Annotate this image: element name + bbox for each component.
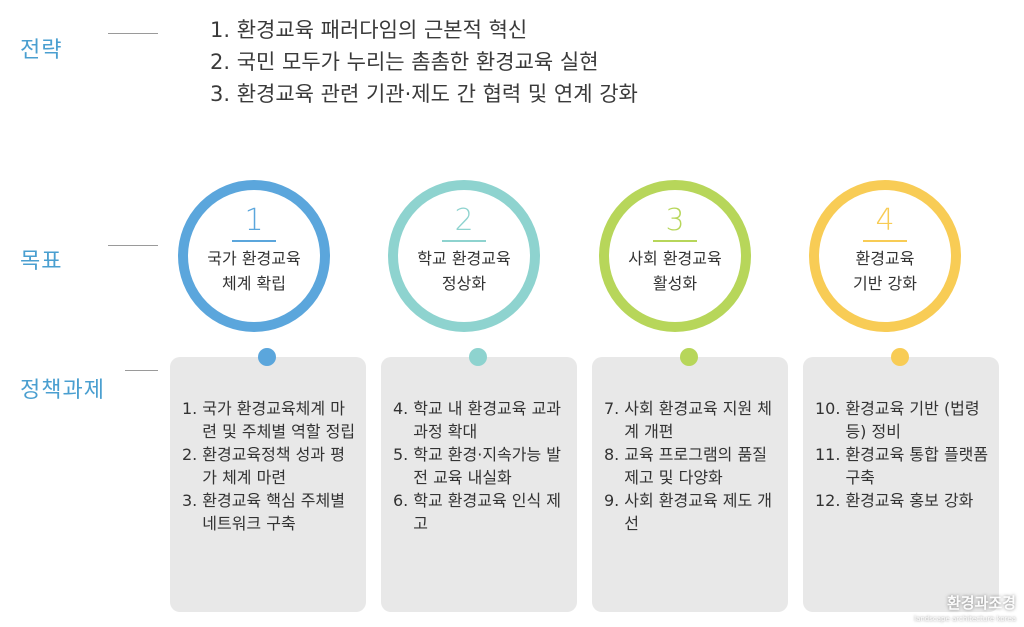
goal-divider (108, 245, 158, 246)
task-text: 교육 프로그램의 품질제고 및 다양화 (624, 445, 767, 487)
goal-title: 학교 환경교육 정상화 (417, 249, 511, 293)
task-number: 5. (393, 445, 409, 464)
goal-number: 1 (244, 203, 264, 238)
task-item: 6.학교 환경교육 인식 제고 (393, 489, 567, 535)
policy-divider (125, 370, 158, 371)
goal-connector-dot-2 (469, 348, 487, 366)
task-text: 사회 환경교육 지원 체계 개편 (624, 399, 773, 441)
task-number: 2. (182, 445, 198, 464)
task-item: 7.사회 환경교육 지원 체계 개편 (604, 397, 778, 443)
goal-circle-1: 1 국가 환경교육 체계 확립 (178, 180, 330, 332)
task-number: 1. (182, 399, 198, 418)
task-number: 8. (604, 445, 620, 464)
policy-label: 정책과제 (20, 378, 105, 403)
goal-underline (442, 240, 486, 242)
task-number: 10. (815, 399, 841, 418)
task-number: 12. (815, 491, 841, 510)
goal-circle-2: 2 학교 환경교육 정상화 (388, 180, 540, 332)
goal-number: 4 (875, 203, 895, 238)
task-number: 4. (393, 399, 409, 418)
task-item: 10.환경교육 기반 (법령 등) 정비 (815, 397, 989, 443)
task-item: 4.학교 내 환경교육 교과과정 확대 (393, 397, 567, 443)
task-number: 11. (815, 445, 841, 464)
task-list: 7.사회 환경교육 지원 체계 개편 8.교육 프로그램의 품질제고 및 다양화… (604, 397, 778, 535)
goal-underline (232, 240, 276, 242)
task-number: 6. (393, 491, 409, 510)
task-text: 환경교육정책 성과 평가 체계 마련 (202, 445, 345, 487)
task-item: 12.환경교육 홍보 강화 (815, 489, 989, 512)
strategy-item: 3. 환경교육 관련 기관·제도 간 협력 및 연계 강화 (210, 82, 638, 106)
strategy-divider (108, 33, 158, 34)
goal-connector-dot-1 (258, 348, 276, 366)
goal-underline (863, 240, 907, 242)
task-number: 9. (604, 491, 620, 510)
goal-number: 3 (665, 203, 685, 238)
task-text: 국가 환경교육체계 마련 및 주체별 역할 정립 (202, 399, 356, 441)
goal-circle-4: 4 환경교육 기반 강화 (809, 180, 961, 332)
task-item: 3.환경교육 핵심 주체별 네트워크 구축 (182, 489, 356, 535)
strategy-item: 2. 국민 모두가 누리는 촘촘한 환경교육 실현 (210, 50, 599, 74)
task-box-2: 4.학교 내 환경교육 교과과정 확대 5.학교 환경·지속가능 발전 교육 내… (381, 357, 577, 612)
task-box-4: 10.환경교육 기반 (법령 등) 정비 11.환경교육 통합 플랫폼 구축 1… (803, 357, 999, 612)
watermark-subtitle: landscape architecture korea (914, 615, 1016, 623)
task-box-3: 7.사회 환경교육 지원 체계 개편 8.교육 프로그램의 품질제고 및 다양화… (592, 357, 788, 612)
task-item: 9.사회 환경교육 제도 개선 (604, 489, 778, 535)
task-text: 학교 내 환경교육 교과과정 확대 (413, 399, 562, 441)
goal-title: 사회 환경교육 활성화 (628, 249, 722, 293)
goal-underline (653, 240, 697, 242)
task-item: 5.학교 환경·지속가능 발전 교육 내실화 (393, 443, 567, 489)
task-number: 3. (182, 491, 198, 510)
goal-number: 2 (454, 203, 474, 238)
task-list: 1.국가 환경교육체계 마련 및 주체별 역할 정립 2.환경교육정책 성과 평… (182, 397, 356, 535)
task-text: 환경교육 기반 (법령 등) 정비 (845, 399, 980, 441)
task-box-1: 1.국가 환경교육체계 마련 및 주체별 역할 정립 2.환경교육정책 성과 평… (170, 357, 366, 612)
task-text: 학교 환경교육 인식 제고 (413, 491, 562, 533)
strategy-list: 1. 환경교육 패러다임의 근본적 혁신 2. 국민 모두가 누리는 촘촘한 환… (210, 14, 638, 110)
goal-title: 환경교육 기반 강화 (853, 249, 917, 293)
task-item: 8.교육 프로그램의 품질제고 및 다양화 (604, 443, 778, 489)
goal-label: 목표 (20, 249, 63, 274)
task-text: 환경교육 통합 플랫폼 구축 (845, 445, 989, 487)
task-item: 1.국가 환경교육체계 마련 및 주체별 역할 정립 (182, 397, 356, 443)
task-list: 4.학교 내 환경교육 교과과정 확대 5.학교 환경·지속가능 발전 교육 내… (393, 397, 567, 535)
task-item: 11.환경교육 통합 플랫폼 구축 (815, 443, 989, 489)
task-text: 학교 환경·지속가능 발전 교육 내실화 (413, 445, 562, 487)
watermark-logo: 환경과조경 (946, 594, 1016, 612)
strategy-item: 1. 환경교육 패러다임의 근본적 혁신 (210, 18, 528, 42)
task-text: 사회 환경교육 제도 개선 (624, 491, 773, 533)
goal-connector-dot-4 (891, 348, 909, 366)
goal-connector-dot-3 (680, 348, 698, 366)
task-text: 환경교육 홍보 강화 (845, 491, 974, 510)
task-text: 환경교육 핵심 주체별 네트워크 구축 (202, 491, 345, 533)
goal-title: 국가 환경교육 체계 확립 (207, 249, 301, 293)
goal-circle-3: 3 사회 환경교육 활성화 (599, 180, 751, 332)
strategy-label: 전략 (20, 38, 63, 63)
task-number: 7. (604, 399, 620, 418)
task-item: 2.환경교육정책 성과 평가 체계 마련 (182, 443, 356, 489)
task-list: 10.환경교육 기반 (법령 등) 정비 11.환경교육 통합 플랫폼 구축 1… (815, 397, 989, 512)
